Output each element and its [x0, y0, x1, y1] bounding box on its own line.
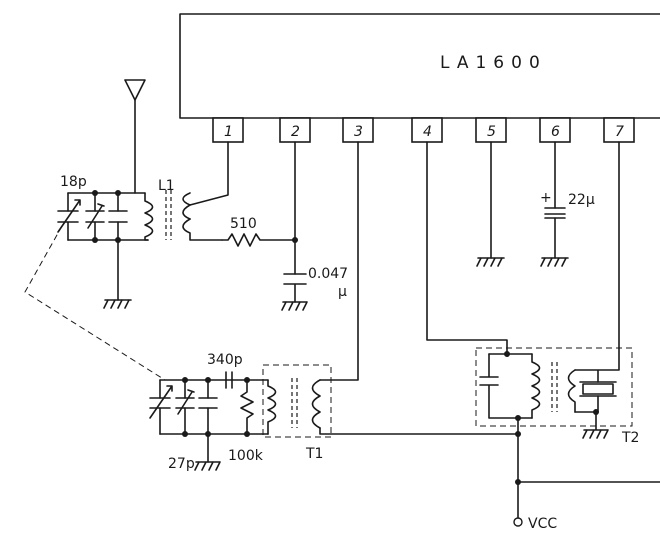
pin-label-3: 3 [354, 124, 363, 140]
electrolytic-cap-22u: + 22µ [540, 141, 595, 267]
tuning-tank-top [57, 190, 154, 309]
pin-label-7: 7 [615, 124, 624, 140]
ic-pin-3: 3 [342, 117, 374, 143]
ic-pin-6: 6 [539, 117, 571, 143]
cap-340p-label: 340p [207, 352, 243, 368]
ic-pin-2: 2 [279, 117, 311, 143]
ic-pin-5: 5 [475, 117, 507, 143]
pin5-ground [476, 141, 505, 267]
cap-18p-label: 18p [60, 174, 87, 190]
coil-l1-label: L1 [158, 178, 175, 194]
cap-27p-label: 27p [168, 456, 195, 472]
resistor-510: 510 [221, 216, 296, 247]
transformer-t2-label: T2 [621, 430, 639, 446]
pin-label-1: 1 [224, 124, 233, 140]
vcc-rail: VCC [513, 431, 660, 532]
antenna-symbol [124, 79, 146, 194]
decoupling-cap-0047: 0.047 µ [281, 141, 348, 311]
vcc-label: VCC [528, 516, 557, 532]
ic-name-label: LA1600 [440, 53, 547, 73]
ic-pin-4: 4 [411, 117, 443, 143]
pin-label-4: 4 [423, 124, 432, 140]
pin-label-2: 2 [291, 124, 300, 140]
pin-label-6: 6 [551, 124, 560, 140]
transformer-t1-label: T1 [305, 446, 323, 462]
cap-0047-unit: µ [338, 284, 347, 300]
ic-lanode: LA1600 [179, 13, 660, 119]
ic-pin-1: 1 [212, 117, 244, 143]
resistor-100k-label: 100k [228, 448, 264, 464]
ic-pin-7: 7 [603, 117, 635, 143]
pin-label-5: 5 [487, 124, 496, 140]
transformer-t2: T2 [426, 141, 639, 446]
tuning-tank-bottom: 340p 27p 100k 18p [60, 174, 269, 472]
resistor-510-label: 510 [230, 216, 257, 232]
transformer-t1: T1 [262, 141, 519, 462]
gang-tuning-link [24, 225, 166, 381]
cap-0047-value: 0.047 [308, 266, 348, 282]
cap-22u-plus: + [540, 190, 552, 206]
cap-22u-label: 22µ [568, 192, 595, 208]
transformer-l1: L1 [158, 141, 229, 241]
